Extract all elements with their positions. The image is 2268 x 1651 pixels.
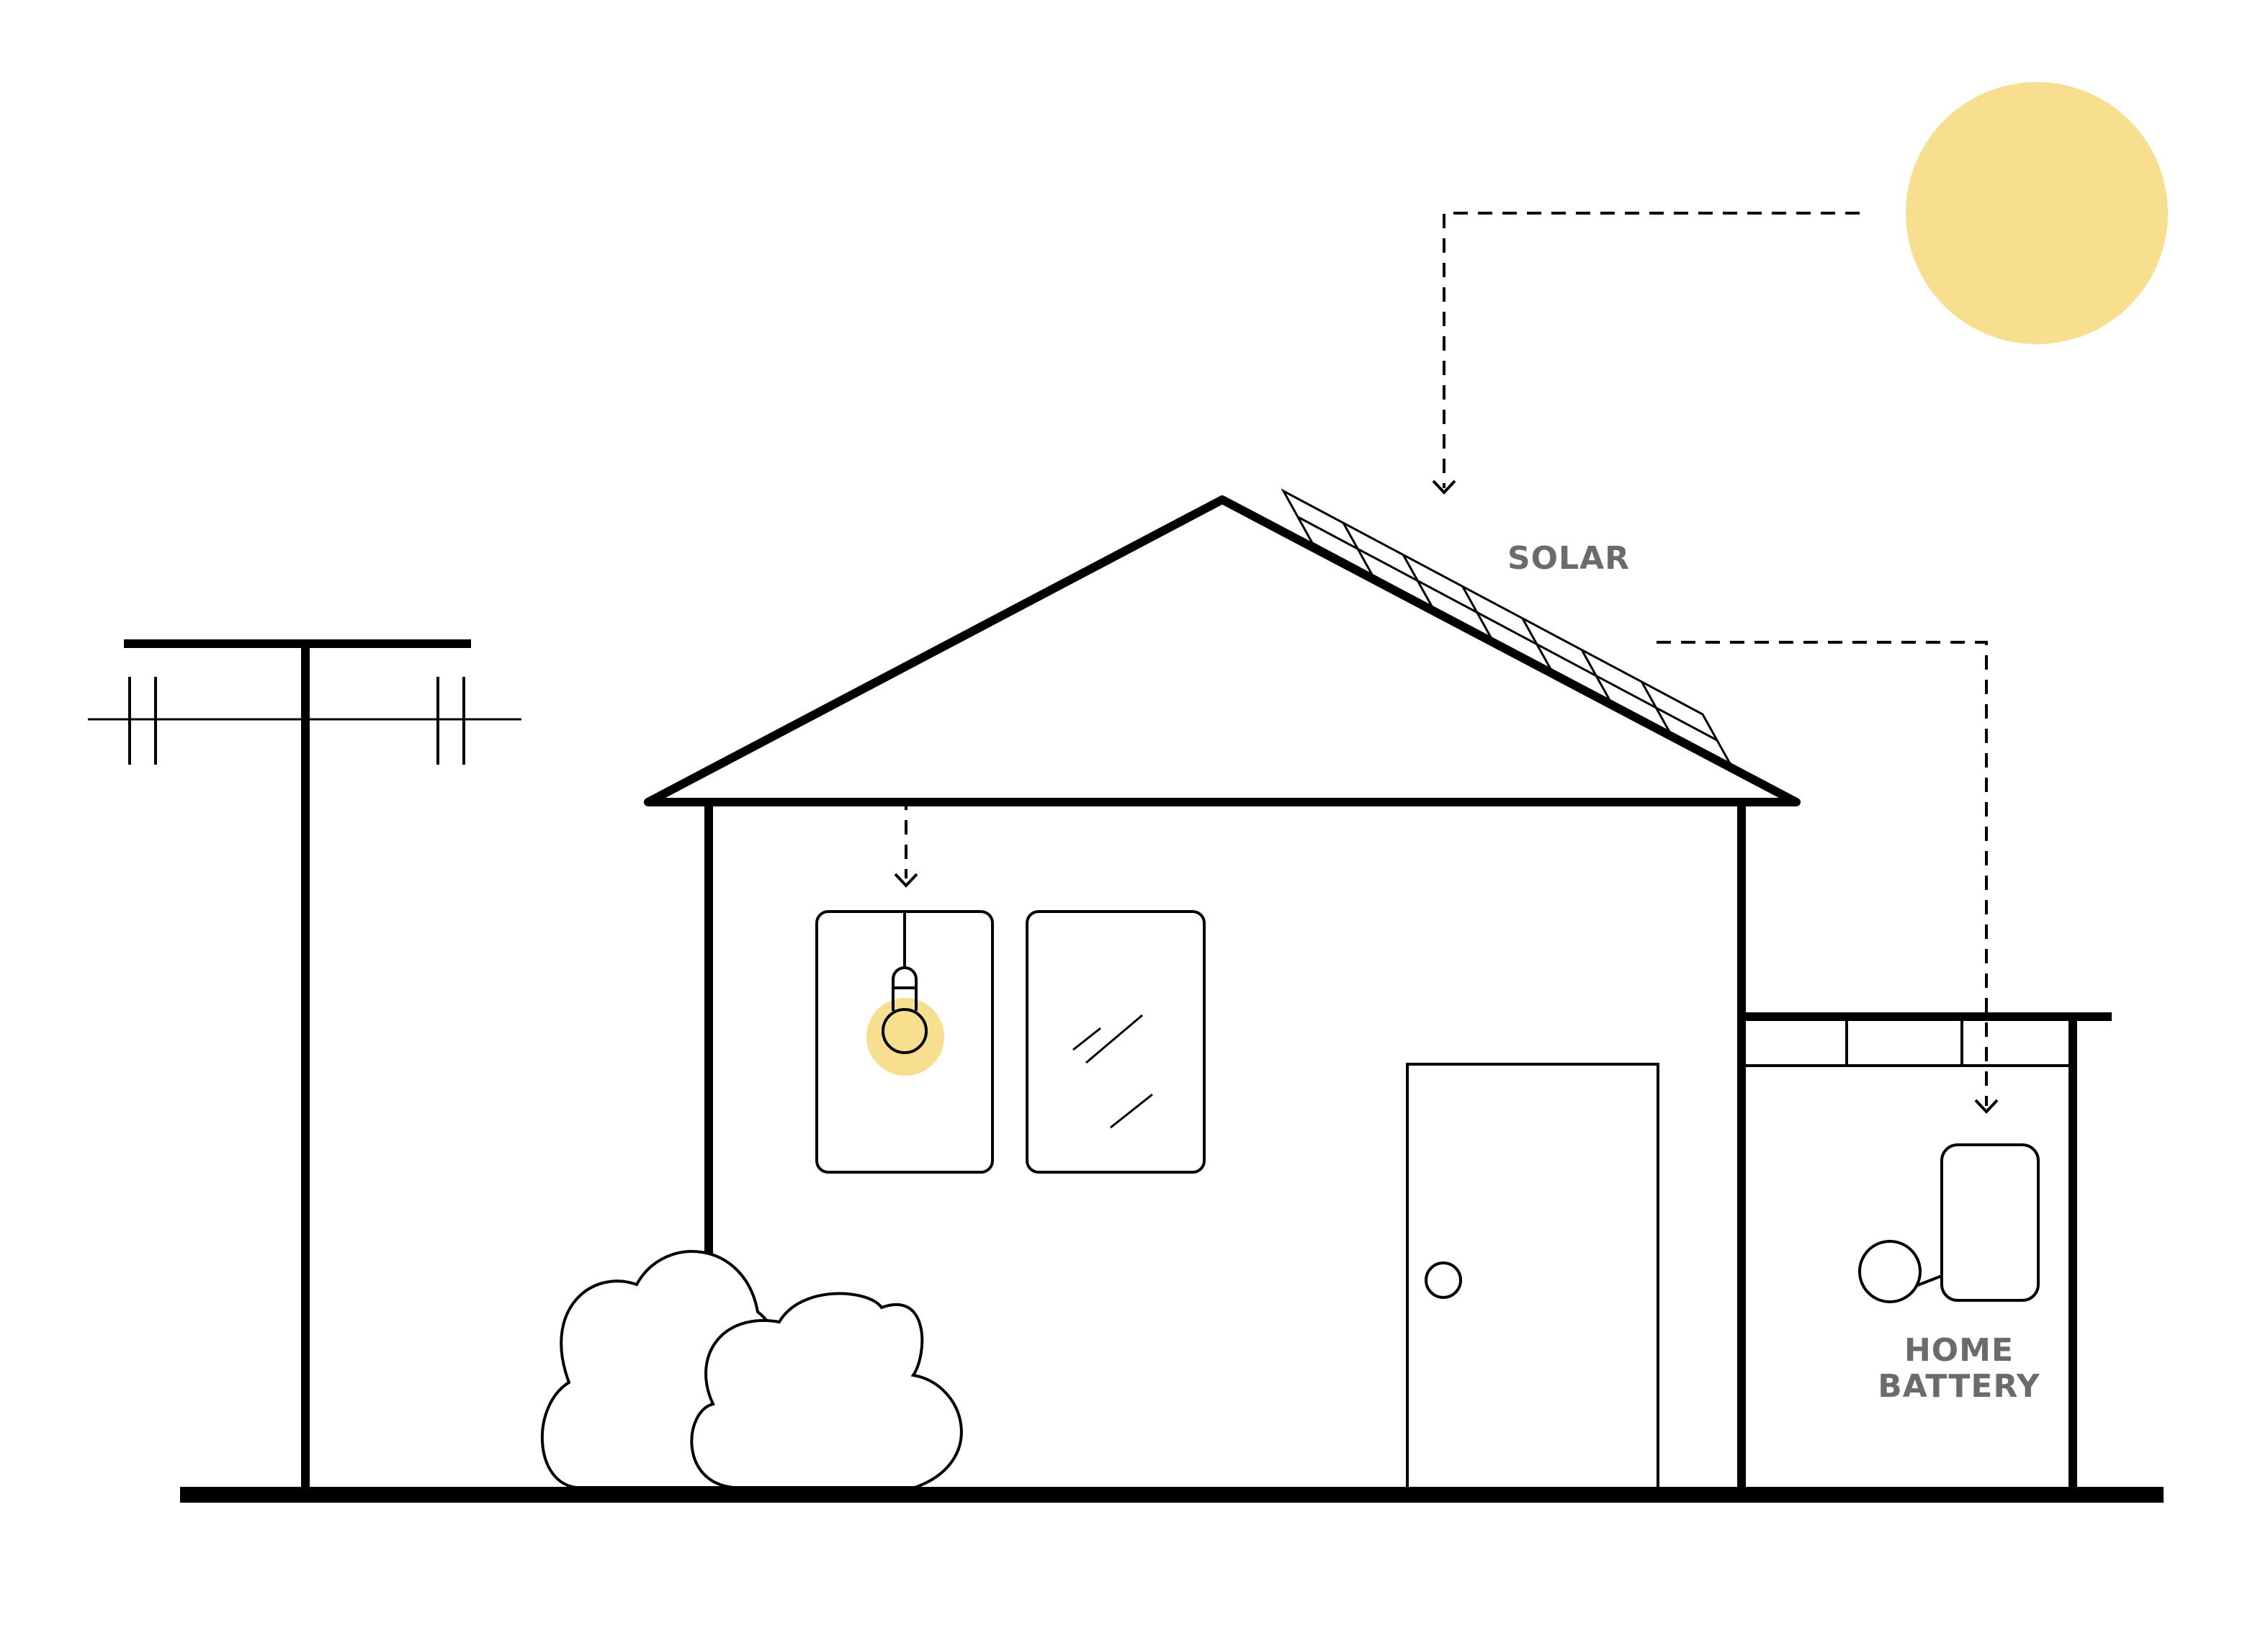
house-walls — [704, 806, 1746, 1489]
arrowheads — [894, 480, 1999, 1114]
home-battery-icon — [1858, 1143, 2040, 1303]
sun-icon — [1906, 82, 2168, 344]
garage — [1742, 1012, 2112, 1489]
home-battery-label-line1: HOME — [1904, 1332, 2014, 1369]
light-bulb-icon — [866, 912, 944, 1076]
home-battery-label-line2: BATTERY — [1878, 1368, 2040, 1405]
door-knob — [1425, 1261, 1462, 1299]
front-door — [1406, 1063, 1659, 1490]
solar-to-battery-arrow — [1657, 641, 1988, 1106]
right-window — [1026, 910, 1206, 1174]
window-glare — [1072, 1014, 1153, 1129]
solar-panel-icon — [1281, 488, 1734, 769]
sun-to-solar-arrow — [1443, 212, 1860, 488]
house-roof — [644, 495, 1801, 806]
solar-label: SOLAR — [1507, 540, 1631, 577]
bush-icon — [541, 1250, 963, 1489]
utility-pole-icon — [88, 639, 521, 1492]
